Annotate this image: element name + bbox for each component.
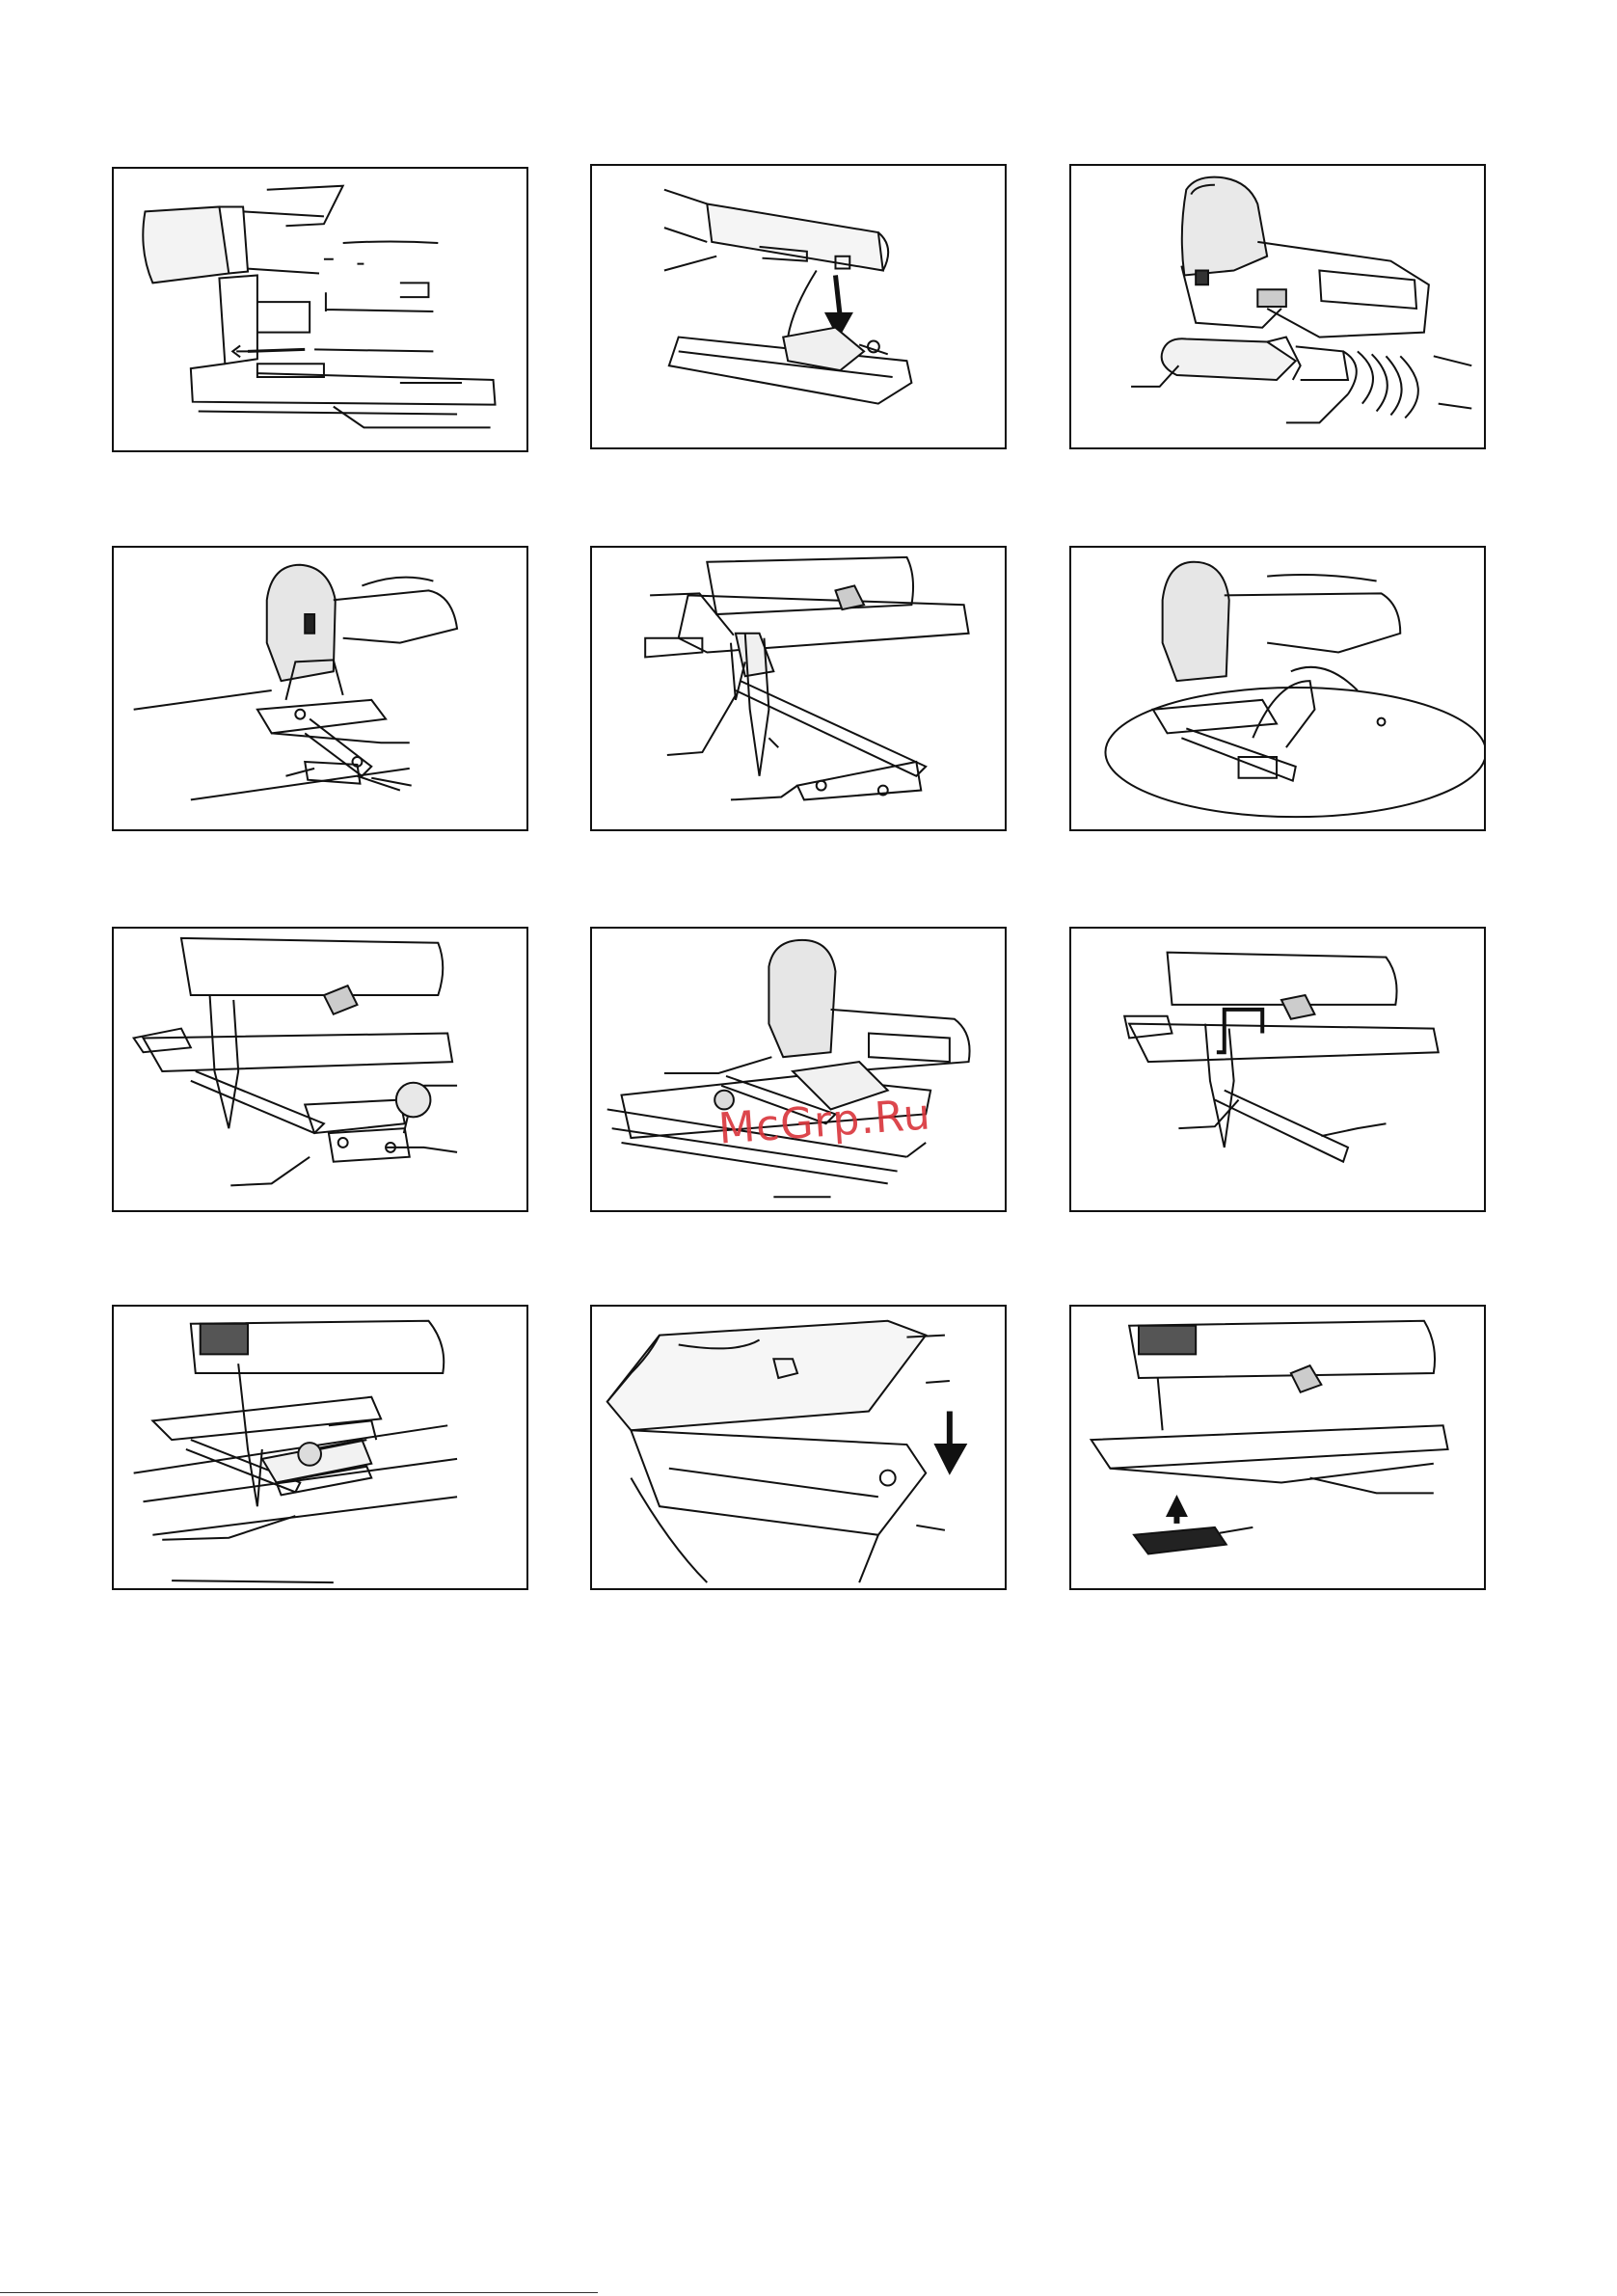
figure-3 bbox=[1069, 164, 1486, 449]
circular-cut-illustration bbox=[1071, 548, 1484, 829]
figure-4 bbox=[112, 546, 528, 831]
figure-6 bbox=[1069, 546, 1486, 831]
figure-1 bbox=[112, 167, 528, 452]
figure-10 bbox=[112, 1305, 528, 1590]
figure-8 bbox=[590, 927, 1007, 1212]
figure-12 bbox=[1069, 1305, 1486, 1590]
figure-7 bbox=[112, 927, 528, 1212]
vacuum-hose-illustration bbox=[1071, 166, 1484, 447]
guide-rule-hex-wrench-illustration bbox=[592, 548, 1005, 829]
guide-rule-knob-illustration bbox=[114, 929, 526, 1210]
divider bbox=[0, 2292, 598, 2293]
anti-splinter-insert-illustration bbox=[1071, 1307, 1484, 1588]
cover-plate-illustration bbox=[592, 1307, 1005, 1588]
nozzle-insert-illustration bbox=[592, 166, 1005, 447]
fence-adjust-illustration bbox=[1071, 929, 1484, 1210]
figure-9 bbox=[1069, 927, 1486, 1212]
rip-fence-illustration bbox=[114, 548, 526, 829]
guide-rail-illustration bbox=[592, 929, 1005, 1210]
dust-nozzle-attach-illustration bbox=[114, 169, 526, 450]
rail-adapter-illustration bbox=[114, 1307, 526, 1588]
figure-5 bbox=[590, 546, 1007, 831]
figure-2 bbox=[590, 164, 1007, 449]
figure-11 bbox=[590, 1305, 1007, 1590]
